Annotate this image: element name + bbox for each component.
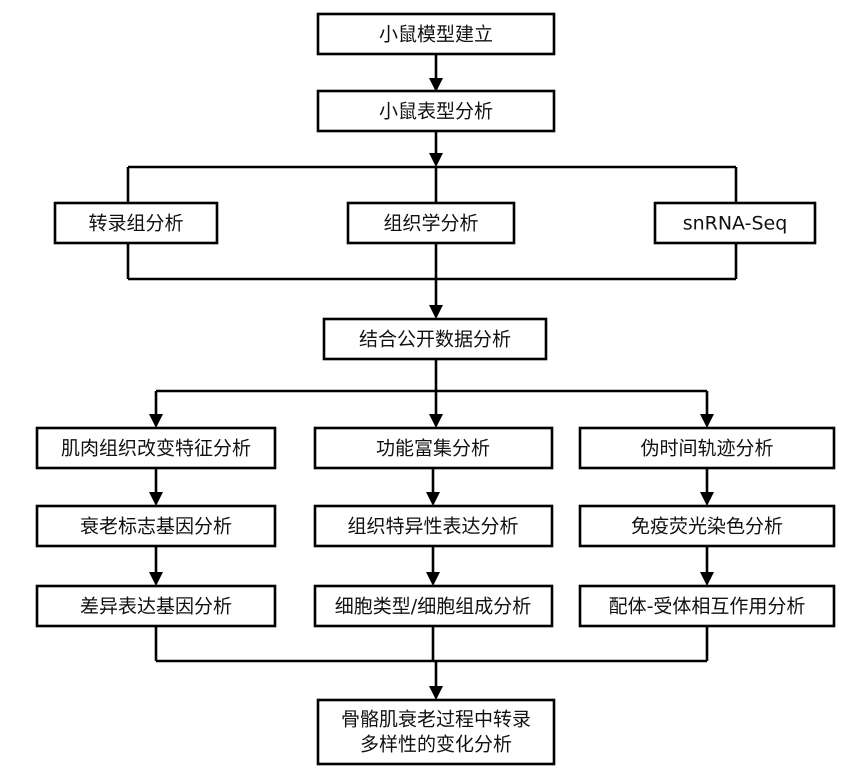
arrowhead-icon: [149, 492, 163, 506]
connector-layer: [126, 54, 738, 700]
arrowhead-icon: [426, 572, 440, 586]
node-mouse-phenotype-analysis[interactable]: 小鼠表型分析: [316, 89, 556, 133]
edge-n2-bus-split-1: [126, 131, 738, 203]
node-transcriptome-analysis[interactable]: 转录组分析: [53, 201, 219, 245]
node-label: 免疫荧光染色分析: [631, 516, 783, 538]
edge-col-left-r4-r5: [149, 546, 163, 586]
node-label-line-2: 多样性的变化分析: [360, 734, 512, 756]
node-layer: 小鼠模型建立 小鼠表型分析 转录组分析 组织学分析 snRNA-Seq 结合公开: [35, 12, 836, 766]
edge-n1-n2: [429, 54, 443, 92]
arrowhead-icon: [429, 686, 443, 700]
edge-col-right-r4-r5: [700, 546, 714, 586]
node-differentially-expressed-gene-analysis[interactable]: 差异表达基因分析: [35, 584, 277, 628]
edge-row2-merge: [126, 243, 738, 319]
edge-n6-bus-split-2: [149, 359, 714, 428]
node-label: 小鼠模型建立: [379, 24, 493, 46]
arrowhead-icon: [429, 78, 443, 92]
edge-col-mid-r3-r4: [426, 468, 440, 506]
edge-row5-merge-final: [154, 626, 709, 700]
arrowhead-icon: [700, 572, 714, 586]
node-label: 配体-受体相互作用分析: [609, 596, 806, 618]
node-label: 小鼠表型分析: [379, 101, 493, 123]
arrowhead-icon: [149, 572, 163, 586]
arrowhead-icon: [426, 492, 440, 506]
node-label: 衰老标志基因分析: [80, 516, 232, 538]
node-label: 组织特异性表达分析: [347, 516, 518, 538]
arrowhead-icon: [149, 414, 163, 428]
arrowhead-icon: [429, 414, 443, 428]
node-public-data-integration-analysis[interactable]: 结合公开数据分析: [322, 317, 548, 361]
node-label: 结合公开数据分析: [359, 329, 511, 351]
node-label: 转录组分析: [88, 213, 183, 235]
edge-col-left-r3-r4: [149, 468, 163, 506]
node-label: 差异表达基因分析: [80, 596, 232, 618]
node-label: 功能富集分析: [376, 438, 490, 460]
node-ligand-receptor-interaction-analysis[interactable]: 配体-受体相互作用分析: [578, 584, 836, 628]
node-label-line-1: 骨骼肌衰老过程中转录: [341, 709, 531, 731]
node-pseudotime-trajectory-analysis[interactable]: 伪时间轨迹分析: [578, 426, 836, 470]
node-label: snRNA-Seq: [683, 213, 788, 235]
node-immunofluorescence-staining-analysis[interactable]: 免疫荧光染色分析: [578, 504, 836, 548]
arrowhead-icon: [700, 492, 714, 506]
node-label: 细胞类型/细胞组成分析: [335, 596, 531, 618]
node-skeletal-muscle-aging-transcript-diversity-analysis[interactable]: 骨骼肌衰老过程中转录 多样性的变化分析: [316, 698, 556, 766]
node-functional-enrichment-analysis[interactable]: 功能富集分析: [313, 426, 554, 470]
node-tissue-specific-expression-analysis[interactable]: 组织特异性表达分析: [313, 504, 554, 548]
edge-col-mid-r4-r5: [426, 546, 440, 586]
edge-col-right-r3-r4: [700, 468, 714, 506]
node-histology-analysis[interactable]: 组织学分析: [346, 201, 516, 245]
node-label: 组织学分析: [383, 213, 478, 235]
node-label: 肌肉组织改变特征分析: [61, 438, 251, 460]
node-snrna-seq[interactable]: snRNA-Seq: [653, 201, 817, 245]
node-senescence-marker-gene-analysis[interactable]: 衰老标志基因分析: [35, 504, 277, 548]
node-cell-type-composition-analysis[interactable]: 细胞类型/细胞组成分析: [313, 584, 554, 628]
arrowhead-icon: [429, 153, 443, 167]
arrowhead-icon: [429, 305, 443, 319]
node-label: 伪时间轨迹分析: [640, 438, 773, 460]
arrowhead-icon: [700, 414, 714, 428]
node-muscle-tissue-alteration-feature-analysis[interactable]: 肌肉组织改变特征分析: [35, 426, 277, 470]
node-mouse-model-establishment[interactable]: 小鼠模型建立: [316, 12, 556, 56]
